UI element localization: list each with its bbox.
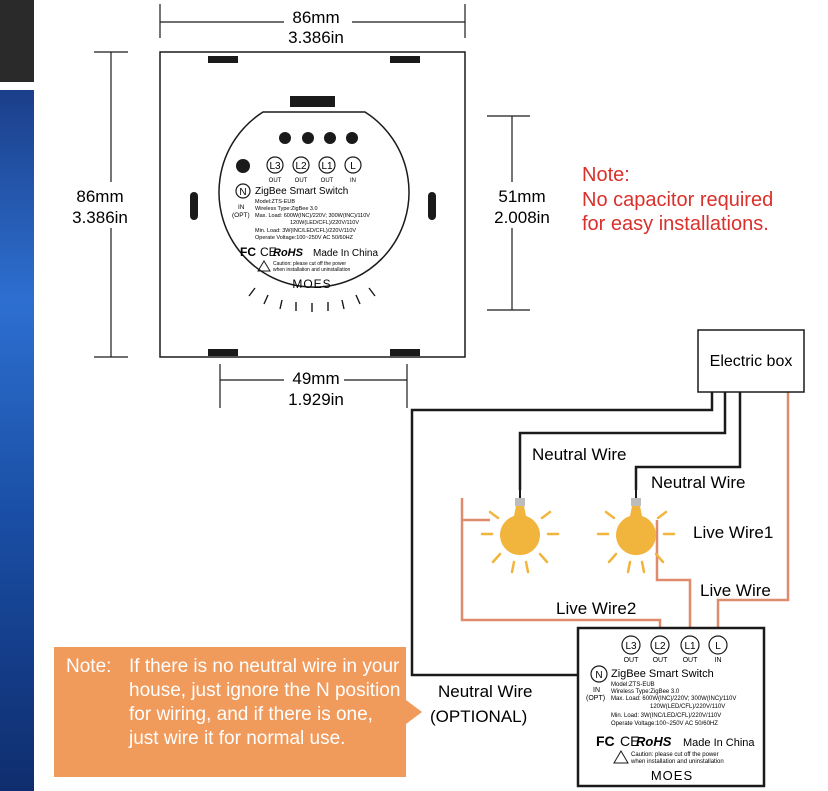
- neutral-symbol: N: [595, 670, 602, 681]
- caution-text: when installation and uninstallation: [630, 759, 724, 765]
- caution-text: when installation and uninstallation: [273, 267, 350, 273]
- made-in-text: Made In China: [683, 737, 755, 749]
- neutral-note-lead: Note:: [66, 656, 112, 677]
- in-label: IN: [593, 687, 600, 694]
- terminal-l2: L2: [654, 641, 666, 652]
- capacitor-note-line: No capacitor required: [582, 189, 773, 211]
- bottom-width-in: 1.929in: [288, 390, 344, 409]
- terminal-l2: L2: [295, 161, 307, 172]
- rohs-mark: RoHS: [636, 734, 672, 749]
- terminal-caption: OUT: [683, 657, 699, 664]
- neutral-wires: [410, 392, 742, 677]
- terminal-l3: L3: [625, 641, 637, 652]
- capacitor-note: Note: No capacitor required for easy ins…: [582, 164, 773, 235]
- left-edge-strip-gap: [0, 82, 34, 90]
- terminal-caption: IN: [715, 657, 722, 664]
- fc-mark: FC: [596, 733, 615, 749]
- caution-icon: [613, 750, 629, 764]
- opt-label: (OPT): [232, 212, 250, 219]
- caution-icon: [257, 260, 271, 272]
- wireless-text: Wireless Type:ZigBee 3.0: [255, 206, 318, 212]
- max-load-led-text: 120W(LED/CFL)/220V/110V: [650, 704, 725, 710]
- terminal-l1: L1: [684, 641, 696, 652]
- terminal-caption: OUT: [269, 178, 282, 184]
- bulb-icon: [596, 488, 676, 574]
- neutral-symbol: N: [239, 187, 246, 198]
- max-load-text: Max. Load: 600W(INC)/220V; 300W(INC)/110…: [255, 213, 370, 219]
- live-wire-label: Live Wire: [700, 581, 771, 600]
- top-width-mm: 86mm: [292, 8, 339, 27]
- wireless-text: Wireless Type:ZigBee 3.0: [611, 689, 680, 695]
- model-text: Model:ZTS-EUB: [255, 199, 295, 205]
- neutral-optional-sub: (OPTIONAL): [430, 707, 527, 726]
- top-terminal-row: L3 L2 L1 L OUT OUT OUT IN: [266, 156, 362, 184]
- left-height-mm: 86mm: [76, 187, 123, 206]
- terminal-l3: L3: [269, 161, 281, 172]
- right-height-mm: 51mm: [498, 187, 545, 206]
- neutral-wire-label-1: Neutral Wire: [532, 445, 626, 464]
- switch-body: [218, 111, 410, 288]
- brand-logo: MOES: [651, 768, 693, 783]
- ce-mark: CE: [620, 733, 639, 749]
- terminal-l1: L1: [321, 161, 333, 172]
- terminal-l: L: [350, 161, 356, 172]
- live-wire1-label: Live Wire1: [693, 523, 773, 542]
- terminal-caption: OUT: [653, 657, 669, 664]
- terminal-caption: OUT: [295, 178, 308, 184]
- model-text: Model:ZTS-EUB: [611, 682, 655, 688]
- min-load-text: Min. Load: 3W(INC/LED/CFL)/220V/110V: [255, 228, 356, 234]
- left-edge-strip-bottom: [0, 90, 34, 791]
- caution-text: Caution: please cut off the power: [273, 261, 346, 267]
- bulb-icon: [480, 488, 560, 574]
- right-height-in: 2.008in: [494, 208, 550, 227]
- max-load-led-text: 120W(LED/CFL)/220V/110V: [290, 220, 359, 226]
- in-label: IN: [238, 204, 245, 211]
- bottom-width-mm: 49mm: [292, 369, 339, 388]
- terminal-caption: OUT: [321, 178, 334, 184]
- neutral-note-text: If there is no neutral wire in your hous…: [129, 656, 401, 749]
- ce-mark: CE: [260, 245, 277, 259]
- terminal-caption: IN: [350, 178, 356, 184]
- mount-clips: [190, 56, 436, 356]
- voltage-text: Operate Voltage:100~250V AC 50/60HZ: [255, 235, 354, 241]
- product-name: ZigBee Smart Switch: [255, 186, 348, 197]
- neutral-optional-label: Neutral Wire: [438, 682, 532, 701]
- neutral-note-arrow: [406, 700, 422, 724]
- comb-teeth: [248, 287, 376, 312]
- fc-mark: FC: [240, 245, 256, 259]
- switch-outline: [159, 51, 466, 358]
- top-slot: [290, 96, 335, 107]
- top-width-in: 3.386in: [288, 28, 344, 47]
- min-load-text: Min. Load: 3W(INC/LED/CFL)/220V/110V: [611, 713, 721, 719]
- left-edge-strip-top: [0, 0, 34, 82]
- live-wires: [460, 392, 790, 632]
- product-name: ZigBee Smart Switch: [611, 668, 714, 680]
- screw-dots: [236, 132, 358, 173]
- electric-box-label: Electric box: [710, 353, 793, 370]
- voltage-text: Operate Voltage:100~250V AC 50/60HZ: [611, 721, 718, 727]
- live-wire2-label: Live Wire2: [556, 599, 636, 618]
- electric-box: [697, 329, 805, 393]
- opt-label: (OPT): [586, 695, 605, 702]
- left-height-in: 3.386in: [72, 208, 128, 227]
- switch-label-box: [576, 626, 766, 788]
- neutral-wire-label-2: Neutral Wire: [651, 473, 745, 492]
- bottom-terminal-row: L3 L2 L1 L OUT OUT OUT IN: [621, 635, 728, 664]
- brand-logo: MOES: [292, 277, 331, 291]
- neutral-note-box: Note: If there is no neutral wire in you…: [54, 647, 406, 777]
- dimension-lines: [94, 4, 530, 408]
- capacitor-note-line: for easy installations.: [582, 213, 769, 235]
- max-load-text: Max. Load: 600W(INC)/220V; 300W(INC)/110…: [611, 696, 736, 702]
- caution-text: Caution: please cut off the power: [631, 752, 719, 758]
- rohs-mark: RoHS: [273, 247, 304, 259]
- terminal-l: L: [715, 641, 721, 652]
- terminal-caption: OUT: [624, 657, 640, 664]
- capacitor-note-title: Note:: [582, 164, 630, 186]
- made-in-text: Made In China: [313, 248, 378, 259]
